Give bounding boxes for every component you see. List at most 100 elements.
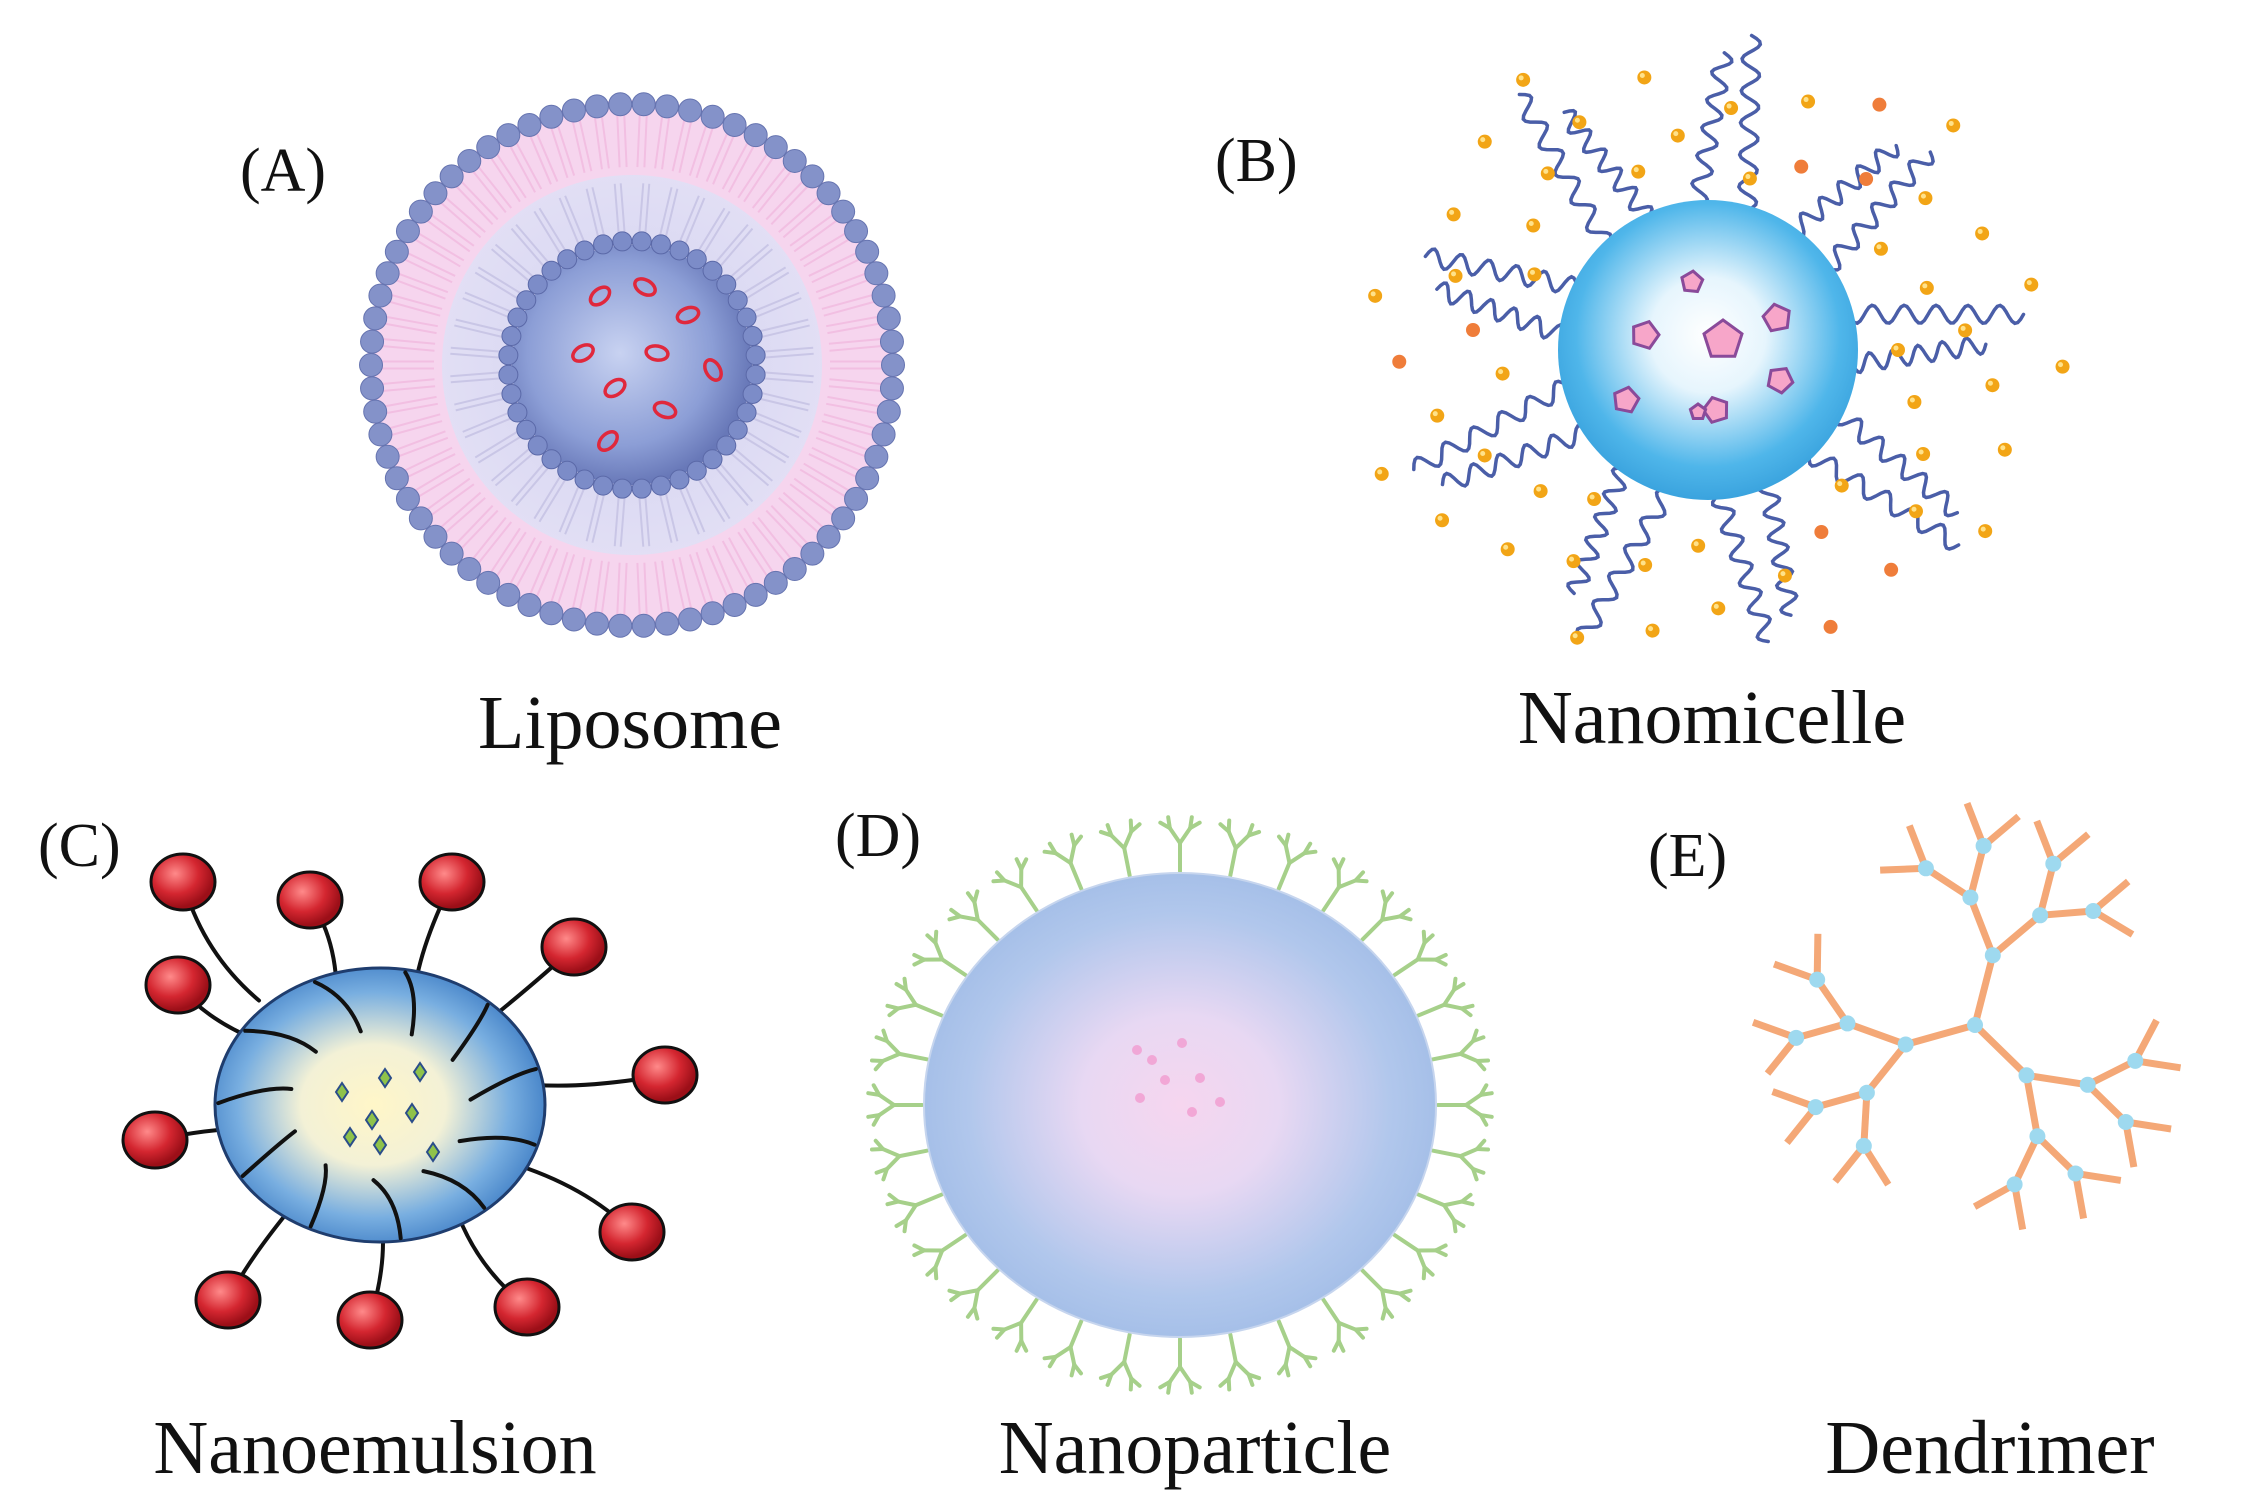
lipid-tail bbox=[760, 391, 810, 406]
lipid-tail bbox=[697, 207, 726, 252]
dendrimer-caption: Dendrimer bbox=[1825, 1406, 2155, 1490]
solvent-dot bbox=[1997, 442, 2012, 457]
lipid-tail bbox=[799, 232, 847, 262]
lipid-tail bbox=[751, 521, 787, 565]
lipid-tail bbox=[395, 279, 446, 300]
hydrophilic-head bbox=[144, 955, 212, 1015]
ligand-branch bbox=[1167, 826, 1182, 845]
drug-molecule bbox=[364, 1109, 380, 1131]
lipid-head bbox=[871, 422, 896, 447]
lipid-tail bbox=[510, 462, 545, 503]
ligand-stem bbox=[1360, 917, 1385, 942]
branch-points bbox=[1788, 837, 2144, 1193]
polymer-chain bbox=[1758, 480, 1799, 617]
ligand-twig bbox=[1397, 914, 1413, 922]
dot-highlight bbox=[1640, 560, 1646, 566]
lipid-tail bbox=[754, 411, 802, 433]
lipid-head bbox=[593, 475, 614, 496]
lipid-tail bbox=[688, 554, 708, 606]
solvent-dot bbox=[1374, 466, 1389, 481]
lipid-tail bbox=[593, 116, 603, 170]
lipid-head bbox=[541, 260, 562, 281]
lipid-tail bbox=[789, 483, 834, 517]
branch-segment bbox=[1923, 865, 1973, 901]
ligand-twig bbox=[885, 1003, 901, 1011]
lipid-tail bbox=[556, 124, 576, 176]
lipid-tail bbox=[759, 397, 809, 412]
ligand-twig bbox=[912, 952, 927, 962]
branch-segment bbox=[1904, 1021, 1976, 1048]
lipid-head bbox=[561, 607, 586, 632]
ligand-twig bbox=[1478, 1113, 1489, 1127]
ligand-branch bbox=[1458, 1154, 1476, 1171]
lipid-head bbox=[423, 181, 448, 206]
branch-segment bbox=[2034, 1133, 2078, 1176]
drug-molecule bbox=[1688, 402, 1708, 420]
lipid-tail bbox=[826, 402, 879, 415]
lipid-tail bbox=[815, 436, 867, 458]
drug-molecule bbox=[1215, 1097, 1225, 1107]
branch-segment bbox=[1846, 1020, 1907, 1048]
branch-segment bbox=[2023, 1074, 2041, 1137]
ligand-twig bbox=[1475, 1147, 1491, 1152]
lipid-tail bbox=[509, 537, 536, 585]
ligand-twig bbox=[902, 976, 908, 992]
lipid-tail bbox=[818, 279, 869, 300]
lipid-head bbox=[745, 364, 766, 385]
branch-node bbox=[2079, 1076, 2096, 1093]
lipid-tail bbox=[538, 478, 567, 523]
ligand-twig bbox=[972, 889, 980, 905]
lipid-head bbox=[360, 376, 385, 401]
ligand-branch bbox=[1336, 1320, 1358, 1332]
lipid-tail bbox=[733, 248, 773, 283]
branch-node bbox=[2067, 1165, 2084, 1182]
ligand-twig bbox=[1277, 1362, 1288, 1376]
ligand-branch bbox=[896, 1002, 918, 1011]
lipid-tail bbox=[491, 447, 531, 482]
solvent-dot bbox=[2024, 277, 2039, 292]
ligand-twig bbox=[994, 870, 1007, 883]
branch-segment bbox=[2086, 1057, 2137, 1088]
ligand-twig bbox=[1452, 981, 1466, 992]
surfactant-tail bbox=[371, 1178, 403, 1241]
polymer-chain bbox=[1826, 150, 1935, 272]
lipid-head bbox=[501, 383, 522, 404]
solvent-dot bbox=[1873, 241, 1888, 256]
surfactant-tail bbox=[243, 1028, 318, 1054]
lipid-tail bbox=[464, 291, 512, 313]
lipid-tail bbox=[702, 210, 731, 255]
lipid-tail bbox=[829, 378, 883, 386]
solvent-dot bbox=[1834, 478, 1849, 493]
lipid-tail bbox=[782, 201, 824, 239]
ligand-twig bbox=[991, 1326, 1007, 1332]
lipid-tail bbox=[638, 183, 645, 234]
lipid-tail bbox=[533, 210, 562, 255]
drug-molecule bbox=[425, 1141, 441, 1163]
branch-segment bbox=[1860, 1092, 1871, 1147]
solvent-dot bbox=[1368, 288, 1383, 303]
lipid-head bbox=[655, 94, 680, 119]
ligand-branch bbox=[1464, 1103, 1483, 1118]
lipid-tail bbox=[770, 505, 809, 545]
ligand-twig bbox=[1246, 829, 1262, 838]
branch-node bbox=[2045, 855, 2062, 872]
ligand-branch bbox=[877, 1092, 896, 1107]
lipid-tail bbox=[721, 540, 749, 589]
lipid-head bbox=[541, 449, 562, 470]
ligand-stem bbox=[1416, 1002, 1447, 1018]
lipid-tail bbox=[510, 227, 545, 268]
ligand-twig bbox=[925, 1265, 938, 1277]
lipid-head bbox=[742, 383, 763, 404]
solvent-dot bbox=[1587, 492, 1602, 507]
encapsulated-drugs bbox=[334, 1061, 441, 1163]
solvent-dot bbox=[1975, 226, 1990, 241]
branch-node bbox=[1962, 889, 1979, 906]
drug-molecule bbox=[603, 377, 627, 399]
solvent-dot bbox=[1466, 322, 1481, 337]
lipid-head bbox=[612, 478, 633, 499]
lipid-tail bbox=[636, 114, 641, 168]
ligand-twig bbox=[1188, 1379, 1194, 1395]
dot-highlight bbox=[1911, 506, 1917, 512]
lipid-tail bbox=[793, 477, 838, 511]
